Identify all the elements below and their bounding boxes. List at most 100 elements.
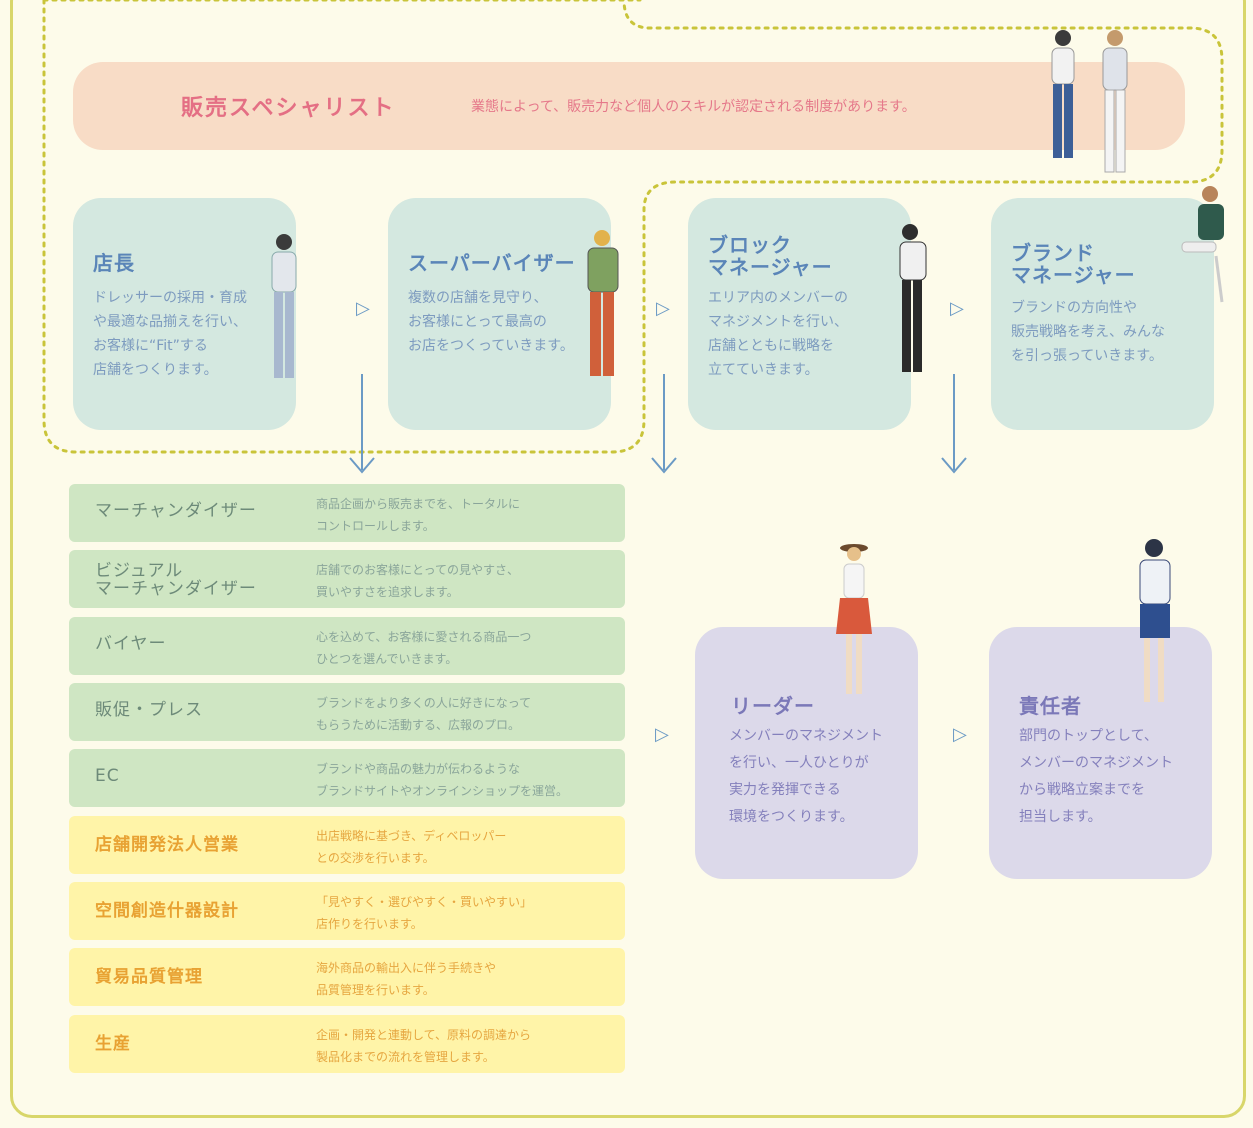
desc-line: ブランドや商品の魅力が伝わるような — [316, 762, 521, 776]
desc-line: メンバーのマネジメント — [1019, 755, 1173, 771]
desc-line: 店舗とともに戦略を — [708, 338, 834, 354]
row-description: 出店戦略に基づき、ディベロッパー との交渉を行います。 — [316, 825, 506, 869]
row-store-development: 店舗開発法人営業 出店戦略に基づき、ディベロッパー との交渉を行います。 — [69, 816, 625, 874]
desc-line: お店をつくっていきます。 — [408, 338, 574, 354]
card-responsible: 責任者 部門のトップとして、 メンバーのマネジメント から戦略立案までを 担当し… — [989, 627, 1212, 879]
card-title: 店長 — [93, 251, 135, 275]
desc-line: エリア内のメンバーの — [708, 290, 848, 306]
row-merchandiser: マーチャンダイザー 商品企画から販売までを、トータルに コントロールします。 — [69, 484, 625, 542]
outer-frame — [10, 0, 1246, 1118]
desc-line: ドレッサーの採用・育成 — [93, 290, 247, 306]
banner-title: 販売スペシャリスト — [181, 96, 396, 121]
desc-line: コントロールします。 — [316, 519, 435, 533]
desc-line: 買いやすさを追求します。 — [316, 585, 459, 599]
brand-manager-illustration — [1181, 186, 1224, 303]
arrow-right-icon: ▷ — [356, 298, 370, 319]
desc-line: 海外商品の輸出入に伴う手続きや — [316, 961, 497, 975]
desc-line: もらうために活動する、広報のプロ。 — [316, 718, 521, 732]
desc-line: 担当します。 — [1019, 809, 1102, 825]
card-supervisor: スーパーバイザー 複数の店舗を見守り、 お客様にとって最高の お店をつくっていき… — [388, 198, 611, 430]
row-description: ブランドをより多くの人に好きになって もらうために活動する、広報のプロ。 — [316, 692, 531, 736]
row-label: 生産 — [95, 1034, 131, 1054]
desc-line: マネジメントを行い、 — [708, 314, 848, 330]
desc-line: 複数の店舗を見守り、 — [408, 290, 548, 306]
card-description: メンバーのマネジメント を行い、一人ひとりが 実力を発揮できる 環境をつくります… — [729, 723, 883, 831]
row-promotion-press: 販促・プレス ブランドをより多くの人に好きになって もらうために活動する、広報の… — [69, 683, 625, 741]
desc-line: 環境をつくります。 — [729, 809, 854, 825]
desc-line: を引っ張っていきます。 — [1011, 348, 1163, 364]
row-description: 「見やすく・選びやすく・買いやすい」 店作りを行います。 — [316, 891, 532, 935]
card-block-manager: ブロック マネージャー エリア内のメンバーの マネジメントを行い、 店舗とともに… — [688, 198, 911, 430]
desc-line: 店作りを行います。 — [316, 917, 423, 931]
card-description: 部門のトップとして、 メンバーのマネジメント から戦略立案までを 担当します。 — [1019, 723, 1173, 831]
desc-line: ブランドをより多くの人に好きになって — [316, 696, 532, 710]
desc-line: お客様に“Fit”する — [93, 338, 208, 354]
desc-line: 品質管理を行います。 — [316, 983, 435, 997]
desc-line: から戦略立案までを — [1019, 782, 1145, 798]
card-description: 複数の店舗を見守り、 お客様にとって最高の お店をつくっていきます。 — [408, 286, 574, 358]
desc-line: 商品企画から販売までを、トータルに — [316, 497, 521, 511]
card-title: ブロック マネージャー — [708, 234, 833, 278]
card-title: ブランド マネージャー — [1011, 242, 1136, 286]
desc-line: との交渉を行います。 — [316, 851, 435, 865]
arrow-right-icon: ▷ — [950, 298, 964, 319]
row-visual-merchandiser: ビジュアル マーチャンダイザー 店舗でのお客様にとっての見やすさ、 買いやすさを… — [69, 550, 625, 608]
row-production: 生産 企画・開発と連動して、原料の調達から 製品化までの流れを管理します。 — [69, 1015, 625, 1073]
title-line: マネージャー — [708, 255, 833, 279]
desc-line: 店舗でのお客様にとっての見やすさ、 — [316, 563, 520, 577]
row-description: 店舗でのお客様にとっての見やすさ、 買いやすさを追求します。 — [316, 559, 519, 603]
supervisor-illustration — [587, 230, 619, 376]
card-leader: リーダー メンバーのマネジメント を行い、一人ひとりが 実力を発揮できる 環境を… — [695, 627, 918, 879]
row-description: 心を込めて、お客様に愛される商品一つ ひとつを選んでいきます。 — [316, 626, 531, 670]
row-description: 企画・開発と連動して、原料の調達から 製品化までの流れを管理します。 — [316, 1024, 531, 1068]
row-trade-quality: 貿易品質管理 海外商品の輸出入に伴う手続きや 品質管理を行います。 — [69, 948, 625, 1006]
title-line: ブランド — [1011, 241, 1095, 265]
card-title: スーパーバイザー — [408, 251, 576, 275]
desc-line: 部門のトップとして、 — [1019, 728, 1158, 744]
row-label: 販促・プレス — [95, 700, 203, 720]
desc-line: 製品化までの流れを管理します。 — [316, 1050, 495, 1064]
row-description: ブランドや商品の魅力が伝わるような ブランドサイトやオンラインショップを運営。 — [316, 758, 568, 802]
label-line: ビジュアル — [95, 561, 184, 581]
card-description: ドレッサーの採用・育成 や最適な品揃えを行い、 お客様に“Fit”する 店舗をつ… — [93, 286, 247, 382]
card-description: ブランドの方向性や 販売戦略を考え、みんな を引っ張っていきます。 — [1011, 296, 1165, 368]
label-line: マーチャンダイザー — [95, 579, 257, 599]
card-store-manager: 店長 ドレッサーの採用・育成 や最適な品揃えを行い、 お客様に“Fit”する 店… — [73, 198, 296, 430]
title-line: マネージャー — [1011, 263, 1136, 287]
row-label: 店舗開発法人営業 — [95, 835, 239, 855]
desc-line: や最適な品揃えを行い、 — [93, 314, 247, 330]
fashion-figures-illustration — [1051, 30, 1128, 173]
arrow-right-icon: ▷ — [656, 298, 670, 319]
row-label: ビジュアル マーチャンダイザー — [95, 562, 257, 598]
desc-line: を行い、一人ひとりが — [729, 755, 869, 771]
specialist-banner: 販売スペシャリスト 業態によって、販売力など個人のスキルが認定される制度がありま… — [73, 62, 1185, 150]
row-label: マーチャンダイザー — [95, 501, 257, 521]
arrow-down-icon — [349, 374, 375, 474]
desc-line: 「見やすく・選びやすく・買いやすい」 — [316, 895, 533, 909]
row-ec: EC ブランドや商品の魅力が伝わるような ブランドサイトやオンラインショップを運… — [69, 749, 625, 807]
title-line: ブロック — [708, 233, 792, 257]
dotted-boundary-specialist — [42, 0, 1224, 454]
row-label: 貿易品質管理 — [95, 967, 203, 987]
row-label: 空間創造什器設計 — [95, 901, 239, 921]
desc-line: メンバーのマネジメント — [729, 728, 883, 744]
card-brand-manager: ブランド マネージャー ブランドの方向性や 販売戦略を考え、みんな を引っ張って… — [991, 198, 1214, 430]
store-manager-illustration — [271, 234, 297, 378]
desc-line: ひとつを選んでいきます。 — [316, 652, 458, 666]
card-description: エリア内のメンバーの マネジメントを行い、 店舗とともに戦略を 立てていきます。 — [708, 286, 848, 382]
desc-line: 店舗をつくります。 — [93, 362, 218, 378]
desc-line: ブランドの方向性や — [1011, 300, 1137, 316]
desc-line: お客様にとって最高の — [408, 314, 547, 330]
desc-line: 出店戦略に基づき、ディベロッパー — [316, 829, 507, 843]
desc-line: ブランドサイトやオンラインショップを運営。 — [316, 784, 569, 798]
responsible-illustration — [1139, 539, 1171, 702]
arrow-right-icon: ▷ — [953, 724, 967, 745]
row-description: 海外商品の輸出入に伴う手続きや 品質管理を行います。 — [316, 957, 496, 1001]
row-label: バイヤー — [95, 634, 167, 654]
desc-line: 立てていきます。 — [708, 362, 819, 378]
desc-line: 心を込めて、お客様に愛される商品一つ — [316, 630, 532, 644]
banner-description: 業態によって、販売力など個人のスキルが認定される制度があります。 — [471, 99, 916, 115]
row-buyer: バイヤー 心を込めて、お客様に愛される商品一つ ひとつを選んでいきます。 — [69, 617, 625, 675]
arrow-right-icon: ▷ — [655, 724, 669, 745]
